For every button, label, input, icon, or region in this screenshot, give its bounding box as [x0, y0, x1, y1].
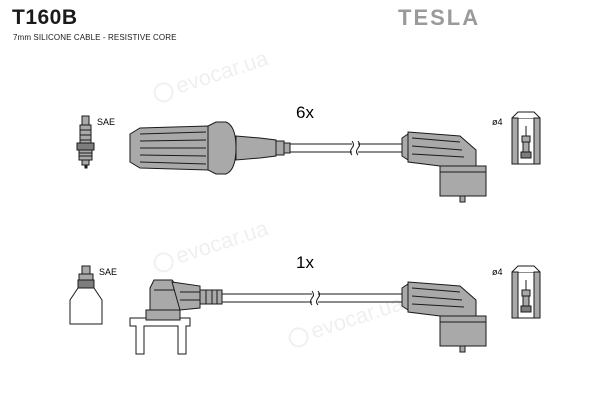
straight-boot: [129, 121, 291, 175]
plug-label: SAE: [99, 267, 117, 277]
angled-boot: [401, 281, 487, 353]
bracket-boot: [129, 279, 223, 355]
cable-row-1x: SAE 1x: [69, 253, 541, 355]
quantity-label: 1x: [296, 253, 314, 272]
coil-label: ø4: [492, 117, 503, 127]
coil-terminal-icon: [511, 265, 541, 319]
coil-terminal-icon: [511, 111, 541, 165]
watermark-middle: evocar.ua: [173, 215, 272, 268]
angled-boot: [401, 131, 487, 203]
cable-spec-subtitle: 7mm SILICONE CABLE - RESISTIVE CORE: [13, 33, 177, 42]
quantity-label: 6x: [296, 103, 314, 122]
cable-line: [222, 290, 402, 306]
part-number: T160B: [12, 6, 78, 29]
coil-label: ø4: [492, 267, 503, 277]
cable-row-6x: SAE 6x: [76, 103, 541, 203]
plug-label: SAE: [97, 117, 115, 127]
cable-line: [290, 140, 402, 156]
watermark-top: evocar.ua: [173, 45, 272, 98]
watermark-bottom: evocar.ua: [308, 290, 407, 343]
plug-cap-icon: [69, 265, 103, 325]
brand-logo: TESLA: [398, 5, 481, 30]
spark-plug-icon: [76, 115, 95, 169]
